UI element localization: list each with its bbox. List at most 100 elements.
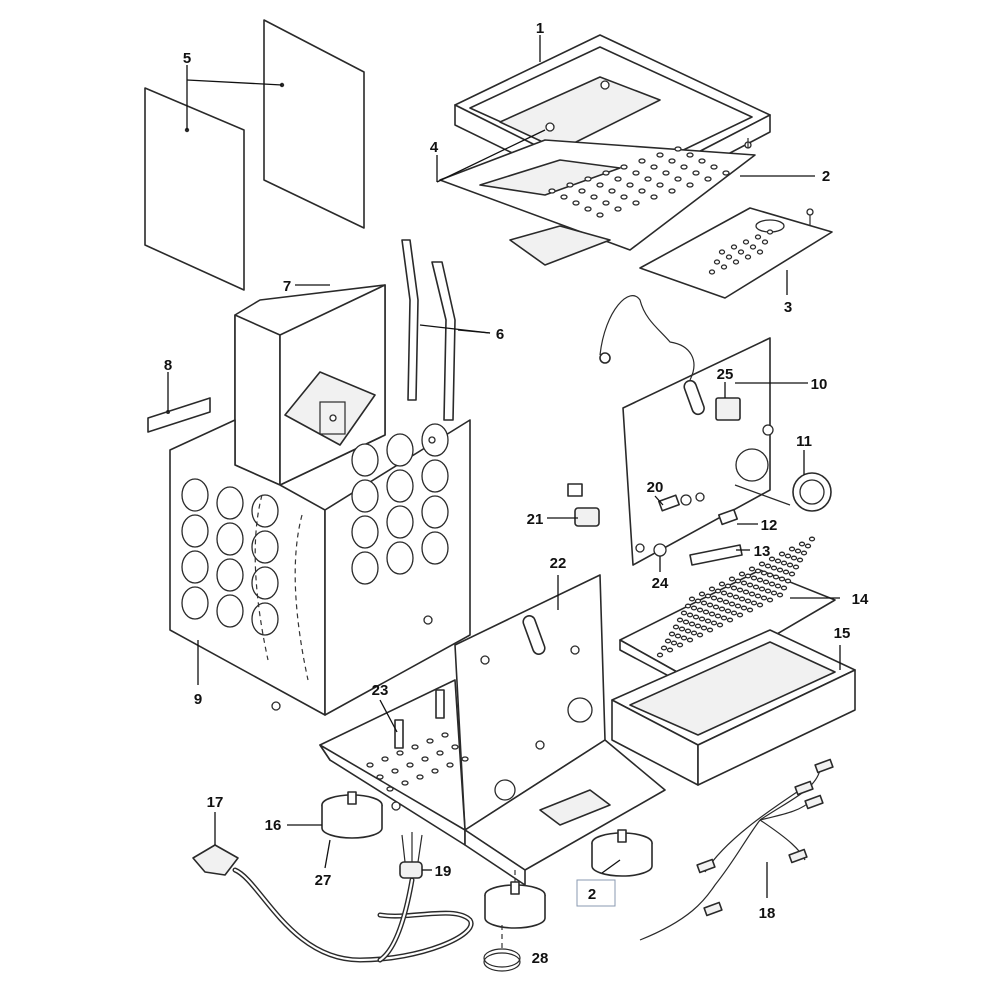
grille-hole: [708, 586, 716, 592]
base-hole: [426, 738, 434, 744]
grille-hole: [700, 625, 708, 631]
plate-hole: [668, 158, 676, 164]
side-panel-hole: [386, 541, 414, 575]
drip-plate-hole: [737, 249, 745, 255]
grille-hole: [676, 617, 684, 623]
grille-hole: [706, 602, 714, 608]
part-5-side-panels: [144, 19, 365, 291]
plate-hole: [620, 164, 628, 170]
grille-hole: [736, 587, 744, 593]
grille-hole: [744, 573, 752, 579]
grille-hole: [726, 592, 734, 598]
callout-7: 7: [283, 278, 291, 295]
plate-hole: [632, 170, 640, 176]
grille-hole: [690, 630, 698, 636]
plate-hole: [674, 146, 682, 152]
plate-hole: [692, 170, 700, 176]
grille-hole: [776, 592, 784, 598]
grille-hole: [774, 583, 782, 589]
grille-hole: [780, 560, 788, 566]
plate-hole: [668, 188, 676, 194]
grille-hole: [776, 567, 784, 573]
base-hole: [386, 786, 394, 792]
base-hole: [431, 768, 439, 774]
grille-hole: [738, 596, 746, 602]
drip-plate-hole: [713, 259, 721, 265]
grille-hole: [718, 606, 726, 612]
base-hole: [391, 768, 399, 774]
callout-labels: 1 2 3 4 5 6 7 8 9 10 11 12 13 14 15 16 1…: [164, 20, 869, 967]
grille-hole: [680, 610, 688, 616]
grille-hole: [784, 578, 792, 584]
grille-hole: [716, 597, 724, 603]
base-hole: [376, 774, 384, 780]
base-hole: [416, 774, 424, 780]
grille-hole: [714, 613, 722, 619]
side-panel-hole: [421, 495, 449, 529]
grille-hole: [756, 577, 764, 583]
callout-9: 9: [194, 691, 202, 708]
part-10-valve-plate: [567, 295, 832, 566]
grille-hole: [770, 590, 778, 596]
grille-hole: [670, 640, 678, 646]
side-panel-hole: [386, 505, 414, 539]
plate-hole: [620, 194, 628, 200]
grille-hole: [732, 594, 740, 600]
grille-hole: [786, 562, 794, 568]
front-panel-hole: [181, 514, 209, 548]
base-hole: [401, 780, 409, 786]
callout-2-box: [576, 879, 616, 907]
grille-hole: [734, 603, 742, 609]
plate-hole: [704, 176, 712, 182]
callout-27: 27: [315, 872, 332, 889]
part-17-power-cord: [192, 832, 474, 963]
side-panel-hole: [351, 551, 379, 585]
plate-hole: [662, 170, 670, 176]
drip-plate-hole: [718, 249, 726, 255]
base-hole: [411, 744, 419, 750]
part-28-ring: [483, 948, 521, 972]
grille-hole: [782, 569, 790, 575]
grille-hole: [748, 591, 756, 597]
callout-14: 14: [852, 591, 869, 608]
grille-hole: [686, 612, 694, 618]
base-hole: [381, 756, 389, 762]
grille-hole: [722, 599, 730, 605]
grille-hole: [674, 633, 682, 639]
grille-hole: [720, 590, 728, 596]
grille-hole: [742, 589, 750, 595]
grille-hole: [744, 598, 752, 604]
grille-hole: [668, 631, 676, 637]
plate-hole: [596, 182, 604, 188]
grille-hole: [678, 626, 686, 632]
side-panel-hole: [351, 515, 379, 549]
callout-25: 25: [717, 366, 734, 383]
callout-15: 15: [834, 625, 851, 642]
callout-20: 20: [647, 479, 664, 496]
grille-hole: [694, 623, 702, 629]
base-hole: [396, 750, 404, 756]
base-hole: [436, 750, 444, 756]
grille-hole: [712, 604, 720, 610]
grille-hole: [754, 568, 762, 574]
callout-1: 1: [536, 20, 544, 37]
grille-hole: [762, 579, 770, 585]
grille-hole: [768, 556, 776, 562]
front-panel-hole: [251, 602, 279, 636]
grille-hole: [778, 551, 786, 557]
callout-24: 24: [652, 575, 669, 592]
plate-hole: [632, 200, 640, 206]
side-panel-hole: [351, 479, 379, 513]
foot-16-27: [321, 791, 401, 839]
side-panel-hole: [386, 433, 414, 467]
grille-hole: [766, 597, 774, 603]
grille-hole: [774, 558, 782, 564]
callout-22: 22: [550, 555, 567, 572]
plate-hole: [638, 188, 646, 194]
grille-hole: [680, 635, 688, 641]
plate-hole: [656, 182, 664, 188]
part-22-base-chassis: [319, 574, 666, 886]
grille-hole: [700, 600, 708, 606]
grille-hole: [656, 652, 664, 658]
callout-3: 3: [784, 299, 792, 316]
